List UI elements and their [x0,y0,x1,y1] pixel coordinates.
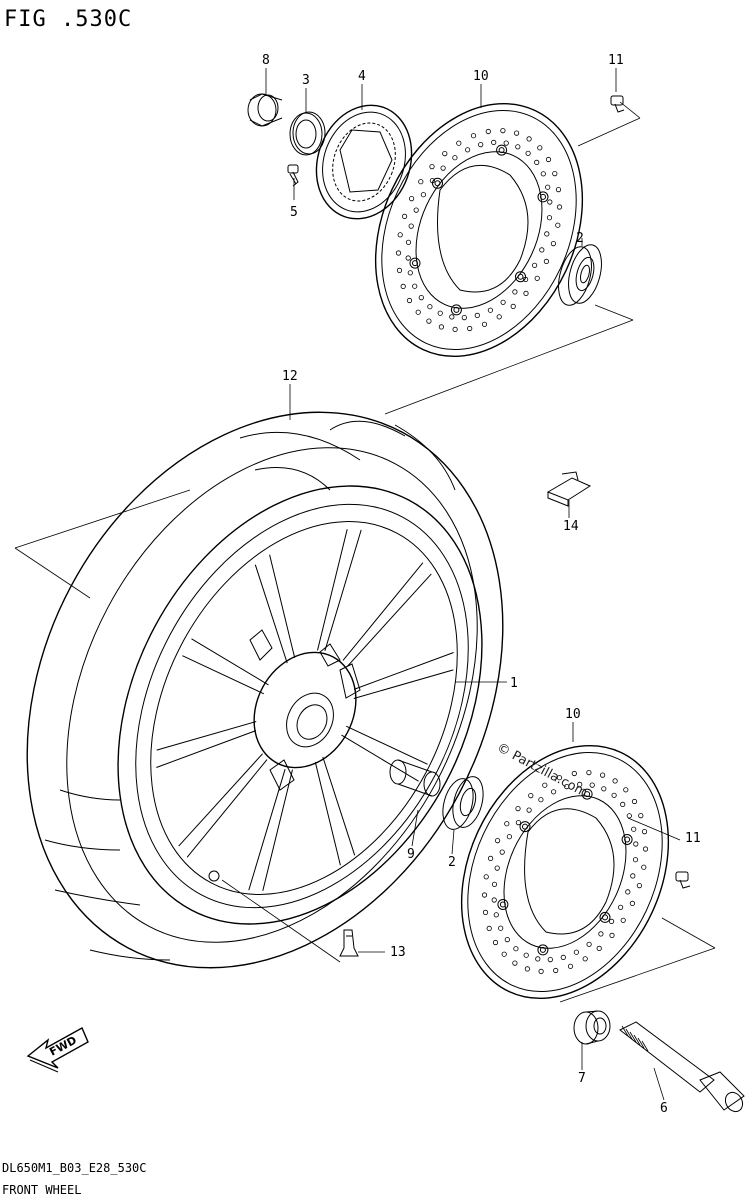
forward-direction-arrow: FWD [26,1027,89,1073]
callout-3[interactable]: 3 [302,73,310,88]
callout-4[interactable]: 4 [358,69,366,84]
part-5-bolt [287,164,299,187]
part-2-bearing-upper [558,244,602,306]
callout-1[interactable]: 1 [510,676,518,691]
part-1-wheel-rim [117,485,483,925]
callout-10-upper[interactable]: 10 [473,69,489,84]
figure-code: DL650M1_B03_E28_530C [2,1161,147,1175]
part-6-front-axle [619,1021,745,1113]
part-12-tire [26,411,504,969]
callout-2-lower[interactable]: 2 [448,855,456,870]
callout-labels: 8 3 4 5 10 11 2 12 14 1 10 11 9 2 13 7 6 [262,53,701,1116]
figure-title: FIG .530C [4,7,132,32]
callout-8[interactable]: 8 [262,53,270,68]
part-4-sensor-rotor [315,104,413,220]
callout-5[interactable]: 5 [290,205,298,220]
callout-12[interactable]: 12 [282,369,298,384]
callout-7[interactable]: 7 [578,1071,586,1086]
part-10-brake-disc-upper [374,102,584,358]
part-8-dust-seal [247,93,283,127]
leader-lines [14,68,716,1101]
fwd-label: FWD [47,1034,79,1059]
part-7-collar [573,1010,611,1045]
callout-13[interactable]: 13 [390,945,406,960]
callout-6[interactable]: 6 [660,1101,668,1116]
callout-9[interactable]: 9 [407,847,415,862]
part-3-oil-seal [289,111,326,156]
part-10-brake-disc-lower [460,744,670,1000]
callout-11-lower[interactable]: 11 [685,831,701,846]
part-11-disc-bolt-upper [610,95,625,113]
callout-10-lower[interactable]: 10 [565,707,581,722]
callout-2-upper[interactable]: 2 [576,231,584,246]
callout-14[interactable]: 14 [563,519,579,534]
figure-caption: FRONT WHEEL [2,1183,81,1197]
part-9-spacer [389,759,441,797]
watermark-text: © Partzilla.com [494,740,590,800]
part-13-tire-valve [339,929,359,957]
callout-11-upper[interactable]: 11 [608,53,624,68]
part-14-balance-weight [546,471,592,507]
part-2-bearing-lower [442,776,484,830]
part-11-disc-bolt-lower [675,871,691,889]
